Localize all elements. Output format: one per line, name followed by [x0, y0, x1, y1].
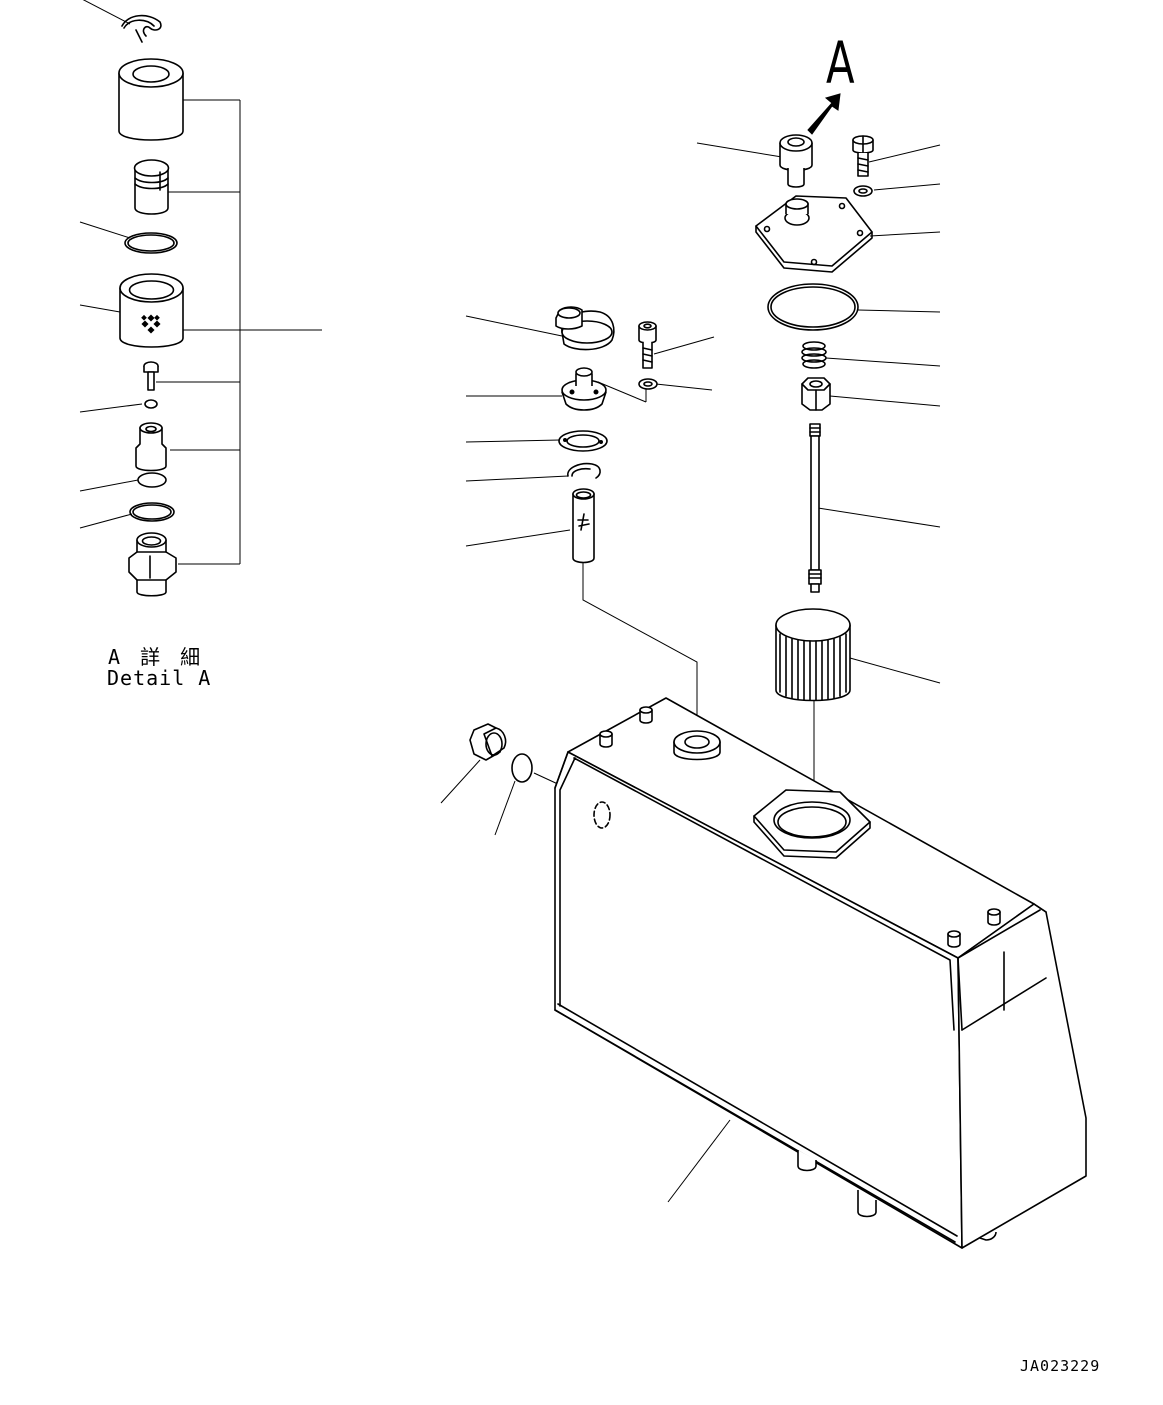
large-o-ring-icon — [129, 502, 175, 522]
washer-icon — [638, 378, 658, 390]
washer-hole-icon — [643, 381, 653, 387]
fitting-body-icon — [128, 532, 177, 597]
seal-ring-icon — [137, 472, 167, 488]
drawing-number: JA023229 — [1020, 1357, 1101, 1375]
return-filter-assembly — [696, 93, 941, 786]
return-filter-element-icon — [775, 608, 851, 702]
view-label-a: A — [826, 29, 855, 97]
filter-flange-icon — [753, 789, 871, 859]
breather-base-icon — [561, 367, 607, 411]
tank-legs — [797, 1150, 997, 1241]
valve-body-icon — [133, 159, 170, 215]
spring-icon — [801, 341, 827, 369]
socket-bolt-icon — [638, 321, 657, 369]
filter-rod-icon — [808, 423, 822, 593]
filter-cover-icon — [755, 195, 873, 273]
large-o-ring-inner-icon — [132, 504, 172, 520]
hex-spacer-icon — [801, 377, 831, 411]
wire-clip-icon — [121, 14, 162, 43]
plug-seal-icon — [511, 753, 533, 783]
tank-boss-icon — [599, 706, 1001, 948]
spring-washer-hole-icon — [858, 188, 868, 194]
valve-seat-icon — [135, 422, 167, 472]
detail-a-exploded-view — [79, 0, 322, 597]
filter-cap-icon — [118, 58, 184, 141]
plug-icon — [469, 723, 507, 761]
filler-port-icon — [673, 730, 721, 761]
view-arrow-icon — [807, 93, 841, 135]
spring-washer-icon — [853, 185, 873, 197]
return-filter-leaders — [696, 142, 941, 786]
filler-leaders — [465, 315, 715, 740]
hydraulic-tank — [554, 697, 1087, 1249]
snap-ring-icon — [567, 462, 601, 479]
drain-plug-assembly — [440, 723, 561, 836]
gasket-icon — [558, 430, 608, 452]
detail-caption-english: Detail A — [107, 666, 212, 690]
detail-a-leaders — [79, 0, 322, 565]
bypass-valve-icon — [779, 134, 813, 188]
cover-o-ring-inner-icon — [770, 286, 856, 328]
detail-caption-japanese: A 詳 細 — [108, 645, 205, 669]
cover-o-ring-icon — [767, 283, 859, 331]
filler-assembly — [465, 306, 715, 740]
small-bolt-icon — [143, 361, 159, 391]
small-o-ring-icon — [144, 399, 158, 409]
o-ring-icon — [124, 232, 178, 254]
hex-bolt-icon — [852, 135, 874, 177]
strainer-icon — [572, 488, 595, 564]
breather-cap-icon — [555, 306, 615, 351]
o-ring-inner-icon — [127, 234, 175, 252]
filter-element-icon — [119, 273, 184, 348]
